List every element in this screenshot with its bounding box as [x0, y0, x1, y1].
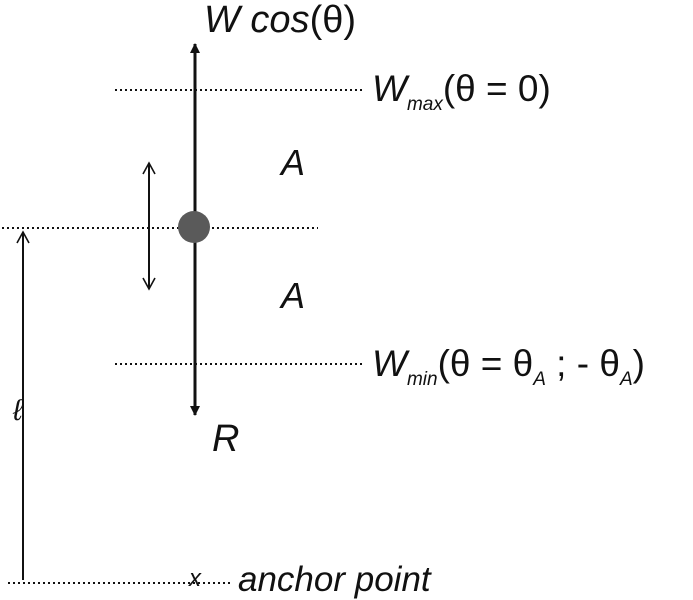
- weight-component-label: W cos(θ): [204, 0, 357, 41]
- amplitude-upper-label: A: [281, 142, 306, 183]
- anchor-mark: x: [189, 565, 201, 592]
- length-label: ℓ: [13, 394, 23, 427]
- w-max-label: Wmax(θ = 0): [372, 68, 551, 115]
- mass-bob: [178, 211, 210, 243]
- reaction-label: R: [212, 418, 240, 460]
- amplitude-lower-label: A: [281, 275, 306, 316]
- w-min-label: Wmin(θ = θA ; - θA): [372, 343, 645, 390]
- anchor-point-label: anchor point: [238, 560, 431, 599]
